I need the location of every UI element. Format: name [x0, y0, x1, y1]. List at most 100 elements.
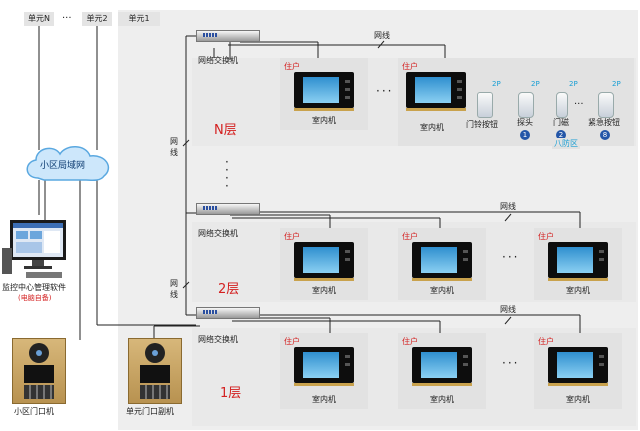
emergency-button-icon — [598, 92, 614, 118]
monitor-button — [463, 250, 468, 253]
resident-unit: 住户 室内机 — [398, 333, 486, 409]
monitor-button — [345, 355, 350, 358]
monitor-screen — [421, 352, 457, 378]
lan-label: 小区局域网 — [40, 161, 86, 171]
monitor-trim — [294, 278, 354, 281]
doorbell-label: 门铃按钮 — [466, 120, 498, 129]
network-switch-n — [196, 30, 260, 42]
monitor-trim — [412, 383, 472, 386]
door-magnet-icon — [556, 92, 568, 118]
zone-badge: 8 — [600, 130, 610, 140]
zone-badge: 2 — [556, 130, 566, 140]
switch-label-n: 网络交换机 — [198, 56, 238, 65]
resident-caption: 室内机 — [566, 286, 590, 295]
indoor-monitor — [412, 242, 472, 278]
monitor-button — [599, 258, 604, 261]
lan-cloud: 小区局域网 — [20, 140, 120, 186]
software-note: (电脑自备) — [18, 294, 52, 302]
monitor-button — [463, 363, 468, 366]
panel-screen — [24, 365, 54, 383]
unit-1-tab: 单元1 — [118, 12, 160, 26]
network-switch-1 — [196, 307, 260, 319]
monitoring-pc — [2, 218, 72, 280]
software-label: 监控中心管理软件 — [2, 283, 66, 292]
resident-caption: 室内机 — [420, 123, 444, 132]
unit-gate-label: 单元门口副机 — [126, 407, 174, 416]
panel-screen — [140, 365, 170, 383]
resident-ellipsis: ··· — [502, 250, 520, 264]
monitor-button — [599, 250, 604, 253]
zone-badge: 1 — [520, 130, 530, 140]
resident-caption: 室内机 — [312, 116, 336, 125]
resident-caption: 室内机 — [430, 286, 454, 295]
resident-unit: 住户 室内机 — [280, 228, 368, 300]
unit-1-label: 单元1 — [128, 14, 150, 23]
indoor-monitor — [406, 72, 466, 108]
unit-n-label: 单元N — [28, 14, 50, 23]
monitor-button — [463, 355, 468, 358]
monitor-trim — [406, 108, 466, 111]
monitor-screen — [421, 247, 457, 273]
resident-unit: 住户 室内机 — [534, 333, 622, 409]
unit-2-label: 单元2 — [86, 14, 108, 23]
resident-unit: 住户 室内机 — [398, 228, 486, 300]
indoor-monitor — [294, 242, 354, 278]
resident-caption: 室内机 — [312, 395, 336, 404]
monitor-trim — [548, 383, 608, 386]
monitor-screen — [557, 247, 593, 273]
resident-tag: 住户 — [284, 62, 300, 71]
alarm-bus-label: 2P — [492, 80, 501, 88]
indoor-monitor — [294, 347, 354, 383]
sensor-bus-label: 2P — [612, 80, 621, 88]
resident-ellipsis: ··· — [376, 84, 394, 98]
resident-tag: 住户 — [538, 232, 554, 241]
resident-unit: 住户 室内机 — [280, 58, 368, 130]
floor-label-n: N层 — [214, 123, 237, 138]
monitor-button — [457, 88, 462, 91]
switch-label-2: 网络交换机 — [198, 229, 238, 238]
community-gate-label: 小区门口机 — [14, 407, 54, 416]
resident-tag: 住户 — [538, 337, 554, 346]
wire-label-top: 网线 — [374, 31, 390, 40]
floor-label-2: 2层 — [218, 282, 240, 297]
resident-tag: 住户 — [402, 337, 418, 346]
unit-gate-panel — [128, 338, 182, 404]
resident-tag: 住户 — [402, 62, 418, 71]
resident-caption: 室内机 — [312, 286, 336, 295]
resident-caption: 室内机 — [566, 395, 590, 404]
resident-caption: 室内机 — [430, 395, 454, 404]
resident-tag: 住户 — [402, 232, 418, 241]
resident-tag: 住户 — [284, 337, 300, 346]
monitor-button — [345, 88, 350, 91]
camera-icon — [29, 343, 49, 363]
keypad — [140, 385, 170, 399]
zone-ellipsis: ··· — [574, 99, 584, 110]
zone-group-label: 八防区 — [552, 138, 580, 149]
sensor-label: 探头 — [517, 118, 533, 127]
sensor-bus-label: 2P — [569, 80, 578, 88]
indoor-monitor — [294, 72, 354, 108]
monitor-button — [345, 258, 350, 261]
monitor-trim — [294, 108, 354, 111]
indoor-monitor — [412, 347, 472, 383]
monitor-button — [345, 96, 350, 99]
monitor-trim — [548, 278, 608, 281]
monitor-button — [599, 363, 604, 366]
network-switch-2 — [196, 203, 260, 215]
unit-2-tab: 单元2 — [82, 12, 112, 26]
monitor-trim — [412, 278, 472, 281]
unit-n-tab: 单元N — [24, 12, 54, 26]
sensor-label: 门磁 — [553, 118, 569, 127]
camera-icon — [145, 343, 165, 363]
wire-label-vertical-upper: 网 线 — [170, 137, 178, 157]
doorbell-icon — [477, 92, 493, 118]
floor-label-1: 1层 — [220, 386, 242, 401]
floor-ellipsis: ···· — [225, 155, 229, 193]
monitor-screen — [303, 247, 339, 273]
wire-label-2f: 网线 — [500, 202, 516, 211]
resident-unit: 住户 室内机 — [280, 333, 368, 409]
monitor-button — [457, 80, 462, 83]
switch-label-1: 网络交换机 — [198, 335, 238, 344]
resident-tag: 住户 — [284, 232, 300, 241]
